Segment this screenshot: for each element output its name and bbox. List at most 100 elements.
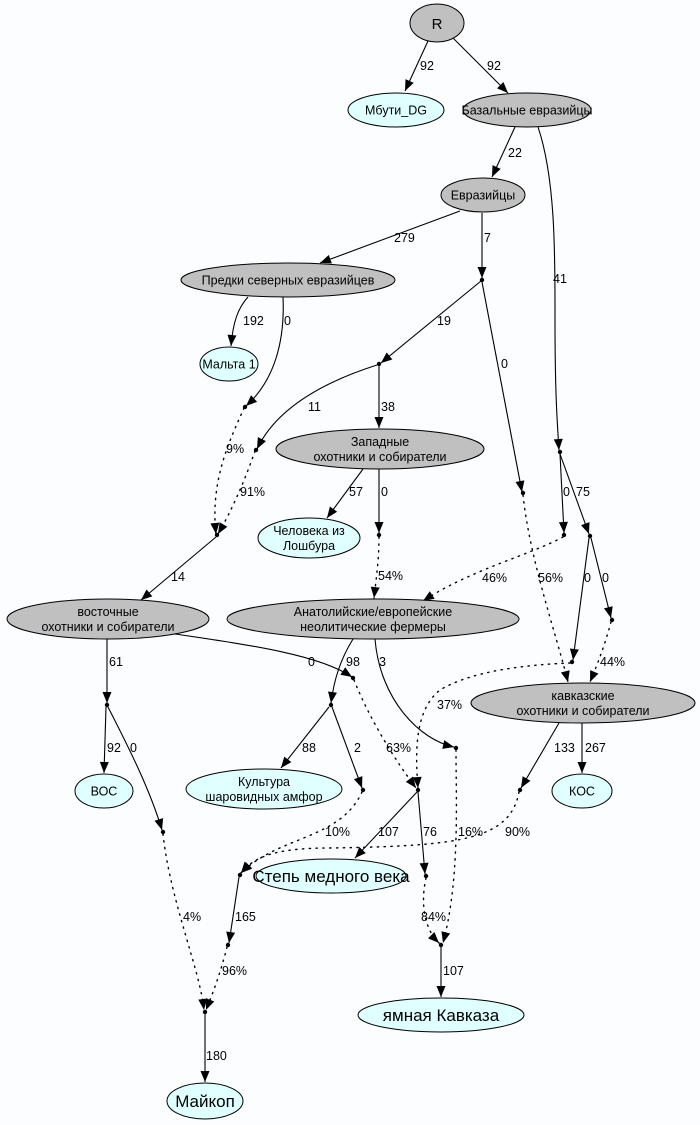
- edge-eef-to-j_eef3: [374, 638, 455, 749]
- drift-edge-line: [107, 706, 163, 831]
- node-label: R: [432, 16, 443, 33]
- node-basal[interactable]: Базальные евразийцы: [461, 92, 593, 128]
- edge-j_maikmix-to-maikop: [200, 1014, 210, 1082]
- edge-label: 76: [423, 825, 437, 839]
- arrowhead-icon: [590, 670, 599, 682]
- internal-node-ellipse: [226, 598, 520, 640]
- arrowhead-icon: [412, 776, 422, 788]
- edge-j_west-to-whg: [374, 366, 384, 428]
- edges-layer: [99, 37, 613, 1082]
- arrowhead-icon: [477, 267, 487, 278]
- admixture-edge-line: [240, 791, 520, 874]
- edge-j_eur-to-j_west: [380, 280, 482, 364]
- junction-point-j_b75a: [569, 659, 575, 665]
- node-mbuti[interactable]: Мбути_DG: [347, 92, 445, 128]
- node-label: Человека из: [273, 524, 345, 538]
- node-voc[interactable]: ВОС: [74, 773, 134, 809]
- arrowhead-icon: [355, 846, 366, 858]
- edge-label: 63%: [386, 741, 411, 755]
- junction-point-j_b75b: [609, 617, 615, 623]
- edge-label: 57: [349, 485, 363, 499]
- junction-point-j_b75: [587, 533, 593, 539]
- arrowhead-icon: [405, 776, 416, 788]
- edge-j_ehg0-to-j_steppemix: [353, 679, 417, 789]
- arrowhead-icon: [281, 756, 292, 768]
- arrowhead-icon: [436, 986, 446, 997]
- junction-point-j_eef3: [453, 745, 459, 751]
- node-ane[interactable]: Предки северных евразийцев: [180, 262, 396, 298]
- edge-label: 92: [487, 59, 501, 73]
- node-label: Анатолийские/европейские: [294, 605, 452, 619]
- edge-j_basal-to-j_b75: [559, 453, 590, 535]
- drift-edge-line: [374, 638, 455, 748]
- edge-j_yam-to-yamnaya: [436, 947, 446, 997]
- node-label: кавказские: [551, 689, 614, 703]
- edge-label: 92: [107, 741, 121, 755]
- edge-basal-to-eurasians: [491, 126, 516, 178]
- junction-point-j_chg133: [517, 787, 523, 793]
- junction-point-j_st76: [423, 873, 429, 879]
- drift-edge-line: [559, 453, 565, 534]
- drift-edge-line: [559, 453, 590, 535]
- edge-j_b75-to-j_b75a: [569, 537, 590, 661]
- internal-node-ellipse: [440, 177, 526, 213]
- edge-j_ehgmix-to-ehg: [140, 536, 217, 601]
- junction-point-j_steppemix: [415, 787, 421, 793]
- node-kos[interactable]: КОС: [551, 773, 613, 809]
- nodes-layer: R Мбути_DG Базальные евразийцыЕвразийцыПре…: [6, 3, 696, 1120]
- junction-point-j_maik165: [237, 872, 243, 878]
- edge-label: 279: [394, 231, 415, 245]
- arrowhead-icon: [210, 522, 220, 534]
- arrowhead-icon: [515, 480, 525, 492]
- edge-j_b75-to-j_b75b: [590, 537, 613, 619]
- edge-j_ehg61-to-j_ehg61b: [107, 706, 164, 831]
- arrowhead-icon: [353, 776, 363, 788]
- node-steppe[interactable]: Степь медного века: [252, 858, 410, 894]
- drift-edge-line: [520, 722, 560, 789]
- arrowhead-icon: [241, 861, 252, 873]
- admixture-edge-line: [415, 662, 571, 789]
- edge-ehg-to-j_ehg0: [174, 633, 353, 678]
- arrowhead-icon: [320, 254, 332, 264]
- arrowhead-icon: [428, 932, 439, 943]
- edge-j_b75a-to-j_steppemix: [412, 662, 571, 789]
- edge-label: 107: [378, 825, 399, 839]
- arrowhead-icon: [374, 417, 384, 428]
- edge-label: 84%: [421, 910, 446, 924]
- leaf-node-ellipse: [74, 773, 134, 809]
- arrowhead-icon: [560, 670, 570, 682]
- node-maikop[interactable]: Майкоп: [166, 1082, 244, 1120]
- node-R[interactable]: R: [409, 3, 465, 43]
- admixture-edge-line: [442, 749, 458, 944]
- node-yamnaya[interactable]: ямная Кавказа: [357, 997, 525, 1033]
- edge-label: 92: [420, 59, 434, 73]
- junction-point-j_eef98: [328, 702, 334, 708]
- node-eurasians[interactable]: Евразийцы: [440, 177, 526, 213]
- arrowhead-icon: [257, 437, 266, 449]
- arrowhead-icon: [581, 522, 590, 534]
- edge-j_eur-to-j_eur0: [481, 281, 525, 493]
- edge-j_ehg61b-to-j_maikmix: [162, 833, 208, 1011]
- drift-edge-line: [245, 296, 284, 407]
- drift-edge-line: [140, 536, 217, 601]
- junction-point-j_eur0: [520, 490, 526, 496]
- drift-edge-line: [417, 791, 426, 875]
- node-label: восточные: [77, 605, 138, 619]
- edge-label: 11: [308, 400, 321, 414]
- node-label: охотники и собиратели: [41, 620, 174, 634]
- edge-eef-to-j_eef98: [328, 638, 354, 704]
- edge-label: 10%: [325, 825, 350, 839]
- junction-point-j_eur: [479, 277, 485, 283]
- node-label: Мальта 1: [202, 358, 255, 372]
- node-malta[interactable]: Мальта 1: [199, 346, 259, 382]
- node-label: Майкоп: [175, 1092, 235, 1111]
- edge-chg-to-j_chg133: [520, 722, 560, 789]
- edge-j_eef98-to-gac: [280, 706, 330, 769]
